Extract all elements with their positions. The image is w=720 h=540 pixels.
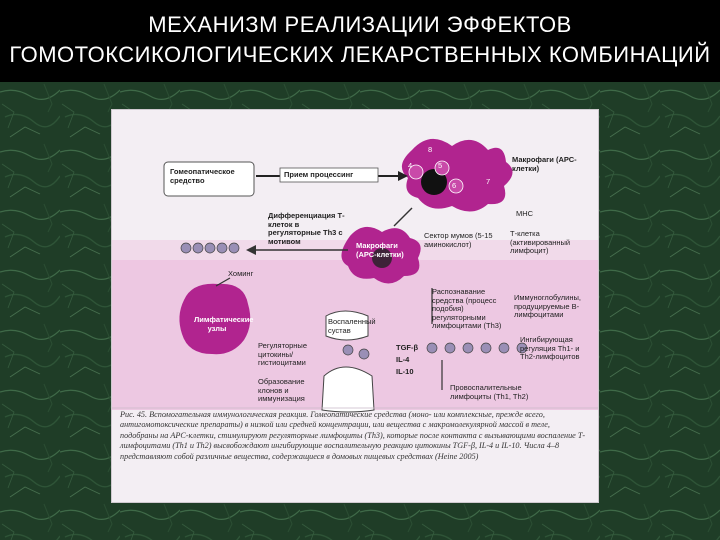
number-4: 4: [408, 161, 413, 170]
joint-bone-lower: [321, 366, 375, 413]
number-7: 7: [486, 177, 491, 186]
inflamed-tissue-label: Воспаленный сустав: [328, 317, 376, 335]
slide-title-line1: МЕХАНИЗМ РЕАЛИЗАЦИИ ЭФФЕКТОВ: [148, 12, 572, 37]
inflammatory-label: Провоспалительные лимфоциты (Th1, Th2): [450, 383, 529, 401]
cytokine-tgf: TGF-β: [396, 343, 419, 352]
slide-title-line2: ГОМОТОКСИКОЛОГИЧЕСКИХ ЛЕКАРСТВЕННЫХ КОМБ…: [9, 42, 711, 67]
differentiation-arrowhead: [246, 245, 256, 255]
immunoglobulins-label: Иммуноглобулины, продуцируемые В-лимфоци…: [514, 293, 581, 319]
number-5: 5: [438, 161, 443, 170]
homing-label: Хоминг: [228, 269, 254, 278]
macrophage-nucleus: [421, 169, 447, 195]
homeopathic-box: [163, 161, 255, 197]
macrophage-top-label: Макрофаги (АРС-клетки): [512, 155, 577, 173]
differentiation-label: Дифференциация Т-клеток в регуляторные T…: [268, 211, 345, 246]
vesicle-8: [448, 178, 464, 194]
number-6: 6: [452, 181, 457, 190]
diagram-panel: Гомеопатическое средство Прием процессин…: [112, 110, 598, 502]
uptake-arrowhead: [398, 171, 408, 181]
cytokine-il4: IL-4: [396, 355, 410, 364]
inhibition-label: Ингибирующая регуляция Th1- и Th2-лимфоц…: [520, 335, 580, 361]
regulatory-tissue-label: Регуляторные цитокины/гистиоцитами: [258, 341, 307, 367]
tcell-label: Т-клетка (активированный лимфоцит): [510, 229, 571, 255]
cytokine-il10: IL-10: [396, 367, 414, 376]
uptake-label-box: [279, 167, 379, 183]
vesicle-4: [408, 164, 424, 180]
mid-nucleus: [372, 248, 392, 268]
vesicle-5: [434, 160, 450, 176]
mhc-label: MHC: [516, 209, 534, 218]
homing-arrow: [215, 277, 231, 287]
lymph-node: [179, 283, 251, 355]
lymph-node-label: Лимфатические узлы: [194, 315, 254, 333]
reactivating-label: Распознавание средства (процесс подобия)…: [432, 287, 502, 330]
number-8: 8: [428, 145, 433, 154]
figure-caption: Рис. 45. Вспомогательная иммунологическа…: [120, 410, 586, 461]
lymphocyte-chain: [342, 342, 528, 360]
formation-label: Образование клонов и иммунизация: [258, 377, 305, 403]
title-bar: МЕХАНИЗМ РЕАЛИЗАЦИИ ЭФФЕКТОВ ГОМОТОКСИКО…: [0, 0, 720, 82]
sectors-label: Сектор мумов (5-15 аминокислот): [424, 231, 493, 249]
homeopathic-label: Гомеопатическое средство: [170, 167, 235, 185]
diagram-svg: [112, 138, 598, 413]
t-cell-row: [180, 242, 240, 254]
uptake-label: Прием процессинг: [284, 170, 354, 179]
macro-down-arrow: [393, 207, 413, 227]
macrophage-mid-label: Макрофаги (АРС-клетки): [356, 241, 404, 259]
inflamed-joint: [325, 310, 369, 341]
